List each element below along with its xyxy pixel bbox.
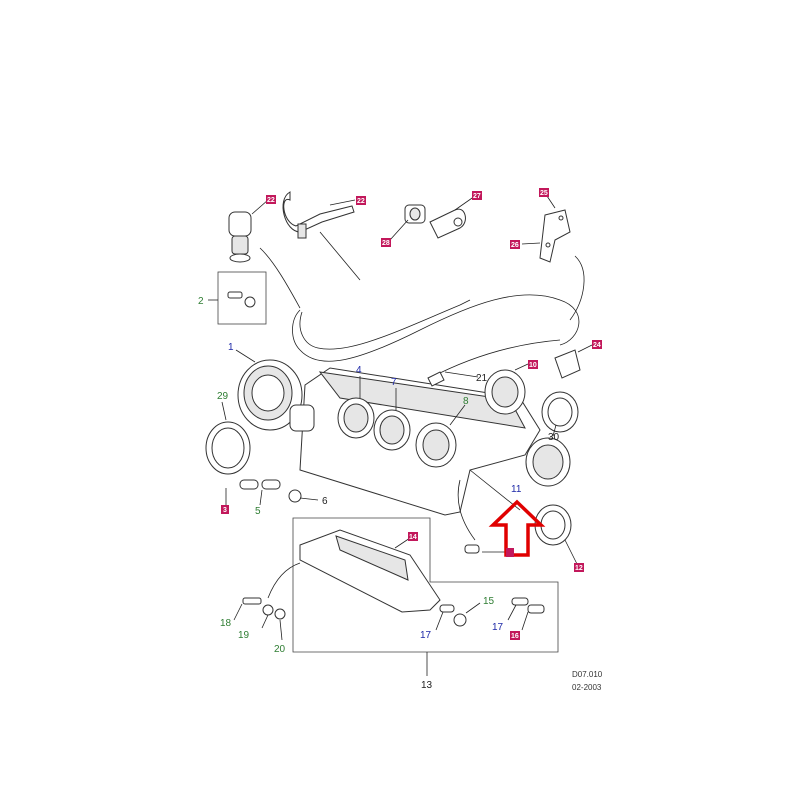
warning-light-panel xyxy=(299,529,441,613)
bulb-holder-part xyxy=(228,211,252,263)
callout-17a: 17 xyxy=(420,630,432,641)
speedometer-gauge xyxy=(237,359,315,432)
tag-28: 28 xyxy=(381,238,391,247)
clip-24 xyxy=(554,349,581,379)
tag-22-mid: 22 xyxy=(356,196,366,205)
callout-21: 21 xyxy=(476,373,488,384)
tag-24: 24 xyxy=(592,340,602,349)
holder-16 xyxy=(527,604,545,614)
callout-18: 18 xyxy=(220,618,232,629)
callout-19: 19 xyxy=(238,630,250,641)
bezel-ring-30 xyxy=(541,391,579,433)
callout-4: 4 xyxy=(356,365,362,376)
bulb-3 xyxy=(239,479,259,490)
nut-15 xyxy=(453,613,467,627)
gauge-10 xyxy=(484,369,526,415)
ring-12 xyxy=(534,504,572,546)
tag-14: 14 xyxy=(408,532,418,541)
svg-text:14: 14 xyxy=(409,534,417,541)
gauge-7 xyxy=(373,409,411,451)
callout-11: 11 xyxy=(511,484,522,495)
callout-8: 8 xyxy=(463,396,469,407)
tag-25: 25 xyxy=(539,188,549,197)
screw-18 xyxy=(242,597,262,605)
diagram-date: 02-2003 xyxy=(572,683,602,692)
tag-3: 3 xyxy=(221,505,229,514)
svg-text:25: 25 xyxy=(540,190,548,197)
svg-text:26: 26 xyxy=(511,242,519,249)
diagram-code: D07.010 xyxy=(572,670,603,679)
svg-text:22: 22 xyxy=(357,198,365,205)
svg-text:10: 10 xyxy=(529,362,537,369)
bulb-holder-6 xyxy=(288,489,302,503)
bracket-part xyxy=(539,209,571,263)
nut-20 xyxy=(274,608,286,620)
tag-27: 27 xyxy=(472,191,482,200)
grommet-part xyxy=(404,204,426,224)
svg-text:28: 28 xyxy=(382,240,390,247)
callout-15: 15 xyxy=(483,596,495,607)
svg-text:16: 16 xyxy=(511,633,519,640)
callout-6: 6 xyxy=(322,496,328,507)
warning-panel-box xyxy=(292,517,559,653)
gauge-right xyxy=(525,437,571,487)
bulb-5 xyxy=(261,479,281,490)
tag-22-left: 22 xyxy=(266,195,276,204)
svg-text:24: 24 xyxy=(593,342,601,349)
bulb-17b xyxy=(511,597,529,606)
callout-2: 2 xyxy=(198,296,204,307)
tag-10: 10 xyxy=(528,360,538,369)
tag-12: 12 xyxy=(574,563,584,572)
callout-30: 30 xyxy=(548,432,560,443)
tag-16: 16 xyxy=(510,631,520,640)
cable-21 xyxy=(427,371,445,387)
callout-7: 7 xyxy=(391,377,397,388)
callout-20: 20 xyxy=(274,644,286,655)
p-clip-part xyxy=(429,208,466,239)
bulb-17a xyxy=(439,604,455,613)
screw-inset-box xyxy=(217,271,267,325)
washer-19 xyxy=(262,604,274,616)
svg-text:27: 27 xyxy=(473,193,481,200)
svg-text:12: 12 xyxy=(575,565,583,572)
svg-text:3: 3 xyxy=(223,507,227,514)
highlight-arrow xyxy=(488,499,546,557)
callout-17b: 17 xyxy=(492,622,504,633)
tag-26: 26 xyxy=(510,240,520,249)
callout-1: 1 xyxy=(228,342,234,353)
gauge-8 xyxy=(415,422,457,468)
callout-5: 5 xyxy=(255,506,261,517)
cable-tie-part xyxy=(282,191,355,239)
gauge-4 xyxy=(337,397,375,439)
svg-text:22: 22 xyxy=(267,197,275,204)
bezel-ring-29 xyxy=(205,421,251,475)
callout-29: 29 xyxy=(217,391,229,402)
callout-13: 13 xyxy=(421,680,433,691)
bulb-11 xyxy=(464,544,480,554)
tag-9 xyxy=(506,548,514,557)
